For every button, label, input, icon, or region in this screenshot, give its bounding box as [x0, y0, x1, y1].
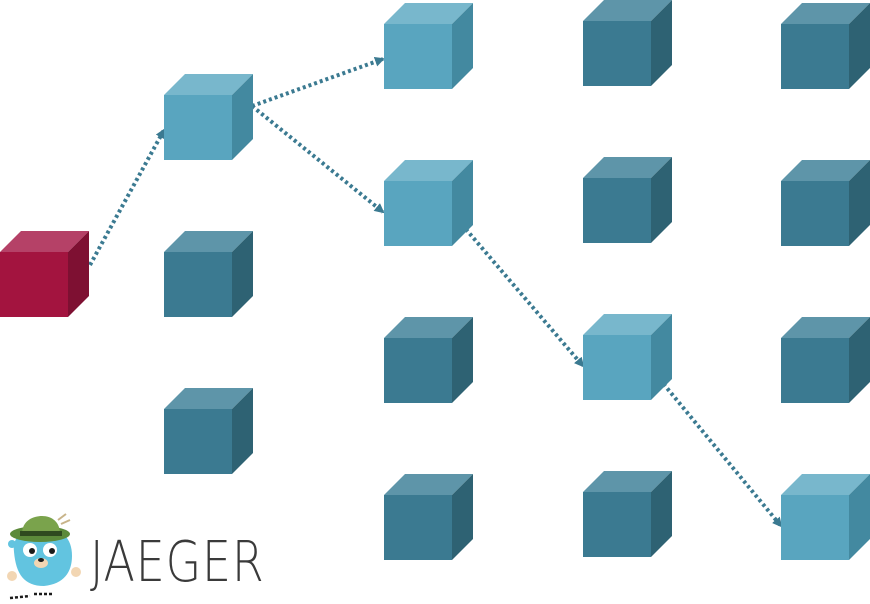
span-node-c3r2[interactable]: [583, 314, 672, 400]
span-node-root[interactable]: [0, 231, 89, 317]
span-node-c4r1[interactable]: [781, 160, 870, 246]
span-node-c2r1[interactable]: [384, 160, 473, 246]
span-node-c2r0[interactable]: [384, 3, 473, 89]
span-node-c4r2[interactable]: [781, 317, 870, 403]
edge-c1r1-to-c2r0: [251, 56, 385, 108]
edge-c2r1-to-c3r2: [456, 218, 585, 368]
span-node-c4r3[interactable]: [781, 474, 870, 560]
span-node-c1r3[interactable]: [164, 388, 253, 474]
span-node-c3r0[interactable]: [583, 0, 672, 86]
gopher-mascot-icon: [7, 513, 81, 600]
span-node-c2r3[interactable]: [384, 474, 473, 560]
span-node-c3r3[interactable]: [583, 471, 672, 557]
span-node-c4r0[interactable]: [781, 3, 870, 89]
edge-c1r1-to-c2r1: [250, 104, 385, 214]
span-node-c1r2[interactable]: [164, 231, 253, 317]
span-node-c1r1[interactable]: [164, 74, 253, 160]
edge-c3r2-to-c4r3: [650, 368, 783, 528]
span-edges: [88, 56, 783, 528]
jaeger-wordmark: JAEGER: [90, 530, 265, 595]
span-node-c3r1[interactable]: [583, 157, 672, 243]
span-nodes: [0, 0, 870, 560]
edge-root-to-c1r1: [88, 128, 166, 266]
span-node-c2r2[interactable]: [384, 317, 473, 403]
